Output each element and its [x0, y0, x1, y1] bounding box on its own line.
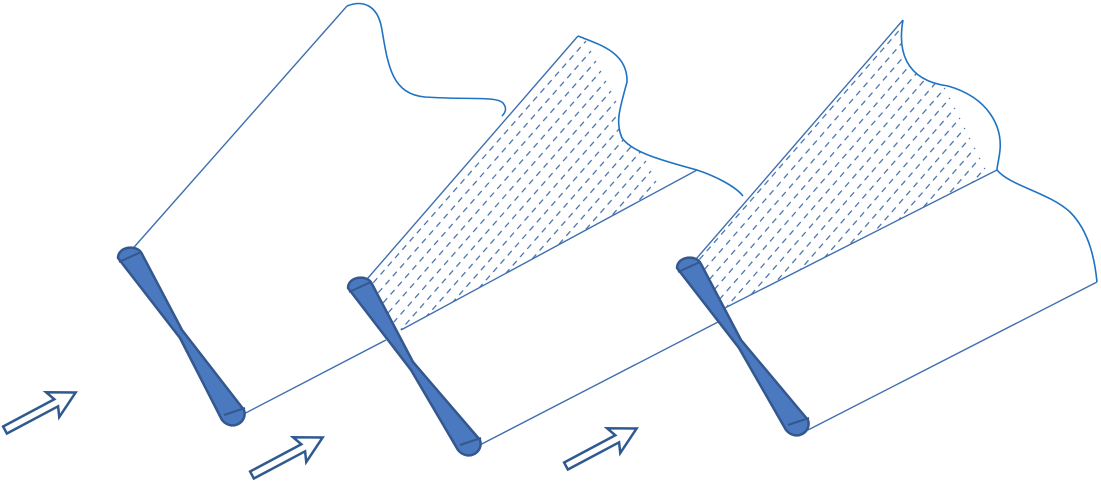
panel-3 — [675, 19, 1098, 437]
panel-3-rotor-blade-icon — [675, 256, 810, 437]
panel-2-rotor-blade-icon — [346, 276, 482, 457]
panel-3-wave — [900, 19, 1098, 283]
panel-2 — [346, 35, 744, 457]
panel-3-hatch — [690, 20, 1001, 314]
panel-1-outline — [127, 5, 387, 419]
flow-arrow-icon — [1, 391, 78, 436]
panel-1-wave — [346, 2, 507, 117]
panel-1 — [116, 2, 507, 427]
panel-3-outline — [689, 19, 1098, 431]
panel-2-outline — [360, 35, 719, 449]
panel-2-wave — [577, 35, 744, 197]
panel-1-rotor-blade-icon — [116, 246, 246, 427]
panel-2-hatch — [361, 36, 682, 330]
flow-arrow-icon — [248, 436, 325, 481]
flow-arrow-icon — [562, 427, 639, 472]
